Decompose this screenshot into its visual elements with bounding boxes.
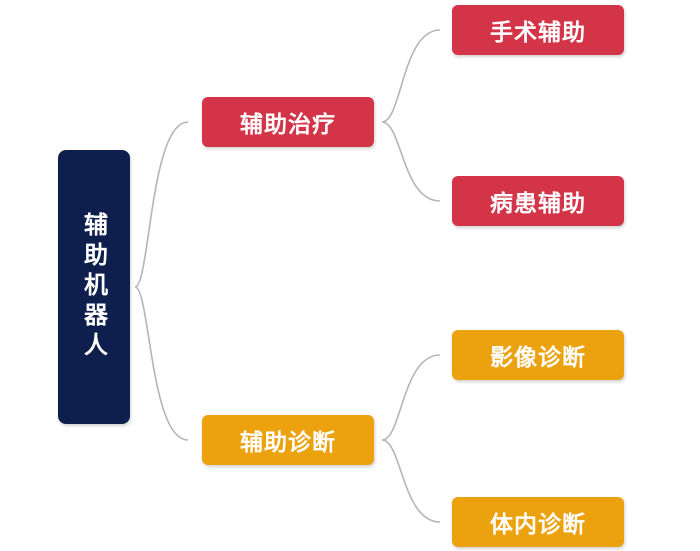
connector-treatment-patient xyxy=(381,121,441,202)
connector-root-treatment xyxy=(134,121,189,288)
root-node-assist-robot: 辅助机器人 xyxy=(58,150,130,424)
branch-node-assisted-diagnosis: 辅助诊断 xyxy=(202,415,374,465)
leaf-node-surgery-assist: 手术辅助 xyxy=(452,5,624,55)
branch-node-assisted-treatment: 辅助治疗 xyxy=(202,97,374,147)
leaf-node-patient-assist: 病患辅助 xyxy=(452,176,624,226)
leaf-node-in-vivo-diagnosis: 体内诊断 xyxy=(452,497,624,547)
connector-diagnosis-invivo xyxy=(381,439,441,523)
connector-root-diagnosis xyxy=(134,286,189,441)
connector-treatment-surgery xyxy=(381,29,441,123)
connector-diagnosis-imaging xyxy=(381,354,441,441)
leaf-node-imaging-diagnosis: 影像诊断 xyxy=(452,330,624,380)
